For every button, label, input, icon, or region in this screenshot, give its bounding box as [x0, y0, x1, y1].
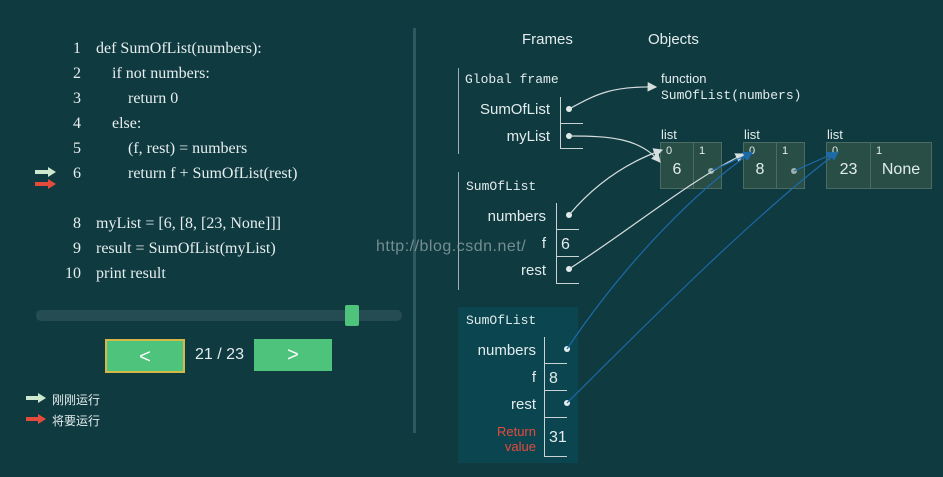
list-cell: 0 23 — [826, 142, 871, 189]
cell-value: None — [881, 161, 921, 178]
cell-value: 23 — [839, 161, 858, 178]
cell-value: 6 — [672, 161, 682, 178]
pointer-dot — [566, 266, 572, 272]
step-slider-track[interactable] — [36, 310, 402, 321]
line-number: 3 — [73, 90, 81, 107]
var-value: 8 — [549, 370, 558, 387]
list-cell: 1 — [776, 142, 805, 189]
list-cell: 1 — [693, 142, 722, 189]
legend-next-to-execute: 将要运行 — [26, 413, 100, 428]
var-mylist: myList — [506, 128, 550, 145]
function-object-signature: SumOfList(numbers) — [661, 88, 802, 103]
code-panel: 1 def SumOfList(numbers): 2 if not numbe… — [0, 0, 412, 300]
line-number: 5 — [73, 140, 81, 157]
list-label: list — [661, 127, 677, 142]
line-number: 8 — [73, 215, 81, 232]
global-frame-border — [458, 68, 459, 154]
frames-header: Frames — [522, 31, 573, 48]
var-f: f — [531, 369, 536, 386]
list-label: list — [827, 127, 843, 142]
frame1-border — [458, 172, 459, 290]
cell-index: 0 — [666, 145, 673, 157]
code-line-8: 8 myList = [6, [8, [23, None]]] — [0, 215, 412, 240]
just-executed-arrow-icon — [35, 167, 56, 177]
line-number: 9 — [73, 240, 81, 257]
var-box — [544, 418, 567, 457]
return-value-label: Return value — [496, 424, 536, 454]
red-arrow-icon — [26, 414, 46, 424]
line-number: 2 — [73, 65, 81, 82]
pointer-dot — [564, 346, 570, 352]
active-frame-highlight — [458, 307, 578, 463]
code-text: if not numbers: — [96, 65, 210, 82]
cell-index: 1 — [782, 145, 789, 157]
list-cell: 0 6 — [660, 142, 694, 189]
code-line-3: 3 return 0 — [0, 90, 412, 115]
return-value: 31 — [549, 429, 567, 446]
legend-just-executed: 刚刚运行 — [26, 392, 100, 407]
var-box — [560, 97, 583, 124]
line-number: 1 — [73, 40, 81, 57]
code-line-5: 5 (f, rest) = numbers — [0, 140, 412, 165]
function-object-label: function — [661, 71, 707, 86]
var-value: 6 — [561, 236, 570, 253]
var-box — [544, 337, 567, 364]
code-text: (f, rest) = numbers — [96, 140, 248, 157]
code-line-9: 9 result = SumOfList(myList) — [0, 240, 412, 265]
arrow-numbers-to-list1 — [568, 148, 664, 216]
code-line-2: 2 if not numbers: — [0, 65, 412, 90]
line-number: 6 — [73, 165, 81, 182]
var-f: f — [541, 235, 546, 252]
code-text: print result — [96, 265, 166, 282]
pointer-dot — [708, 168, 714, 174]
legend-label: 刚刚运行 — [52, 393, 101, 407]
watermark-text: http://blog.csdn.net/ — [376, 238, 527, 255]
objects-header: Objects — [648, 31, 699, 48]
var-box — [544, 391, 567, 418]
code-line-6: 6 return f + SumOfList(rest) — [0, 165, 412, 190]
step-counter: 21 / 23 — [195, 346, 244, 363]
legend-label: 将要运行 — [52, 414, 101, 428]
var-box — [544, 364, 567, 391]
code-text: myList = [6, [8, [23, None]]] — [96, 215, 281, 232]
var-numbers: numbers — [487, 208, 546, 225]
global-frame-title: Global frame — [465, 72, 559, 87]
list-cell: 1 None — [870, 142, 932, 189]
code-line-1: 1 def SumOfList(numbers): — [0, 40, 412, 65]
prev-step-button[interactable]: < — [105, 339, 185, 373]
code-text: return f + SumOfList(rest) — [96, 165, 298, 182]
cell-value: 8 — [755, 161, 765, 178]
var-sumoflist: SumOfList — [479, 101, 550, 118]
panel-divider — [413, 28, 416, 433]
code-text: return 0 — [96, 90, 179, 107]
code-text: result = SumOfList(myList) — [96, 240, 276, 257]
code-line-10: 10 print result — [0, 265, 412, 290]
step-slider-handle[interactable] — [345, 305, 359, 326]
pointer-dot — [566, 212, 572, 218]
next-step-button[interactable]: > — [254, 339, 332, 371]
var-rest: rest — [510, 396, 536, 413]
pointer-dot — [566, 106, 572, 112]
code-line-4: 4 else: — [0, 115, 412, 140]
list-label: list — [744, 127, 760, 142]
pointer-dot — [791, 168, 797, 174]
cell-index: 1 — [699, 145, 706, 157]
cell-index: 0 — [832, 145, 839, 157]
code-text: else: — [96, 115, 142, 132]
line-number: 4 — [73, 115, 81, 132]
frame2-title: SumOfList — [466, 313, 537, 328]
arrow-rest2-to-list3 — [566, 151, 839, 404]
pointer-dot — [564, 400, 570, 406]
cell-index: 0 — [749, 145, 756, 157]
var-numbers: numbers — [477, 342, 536, 359]
list-cell: 0 8 — [743, 142, 777, 189]
next-line-arrow-icon — [35, 179, 56, 189]
var-rest: rest — [520, 262, 546, 279]
code-text: def SumOfList(numbers): — [96, 40, 262, 57]
green-arrow-icon — [26, 393, 46, 403]
line-number: 10 — [65, 265, 81, 282]
cell-index: 1 — [876, 145, 883, 157]
pointer-dot — [566, 133, 572, 139]
frame1-title: SumOfList — [466, 179, 537, 194]
